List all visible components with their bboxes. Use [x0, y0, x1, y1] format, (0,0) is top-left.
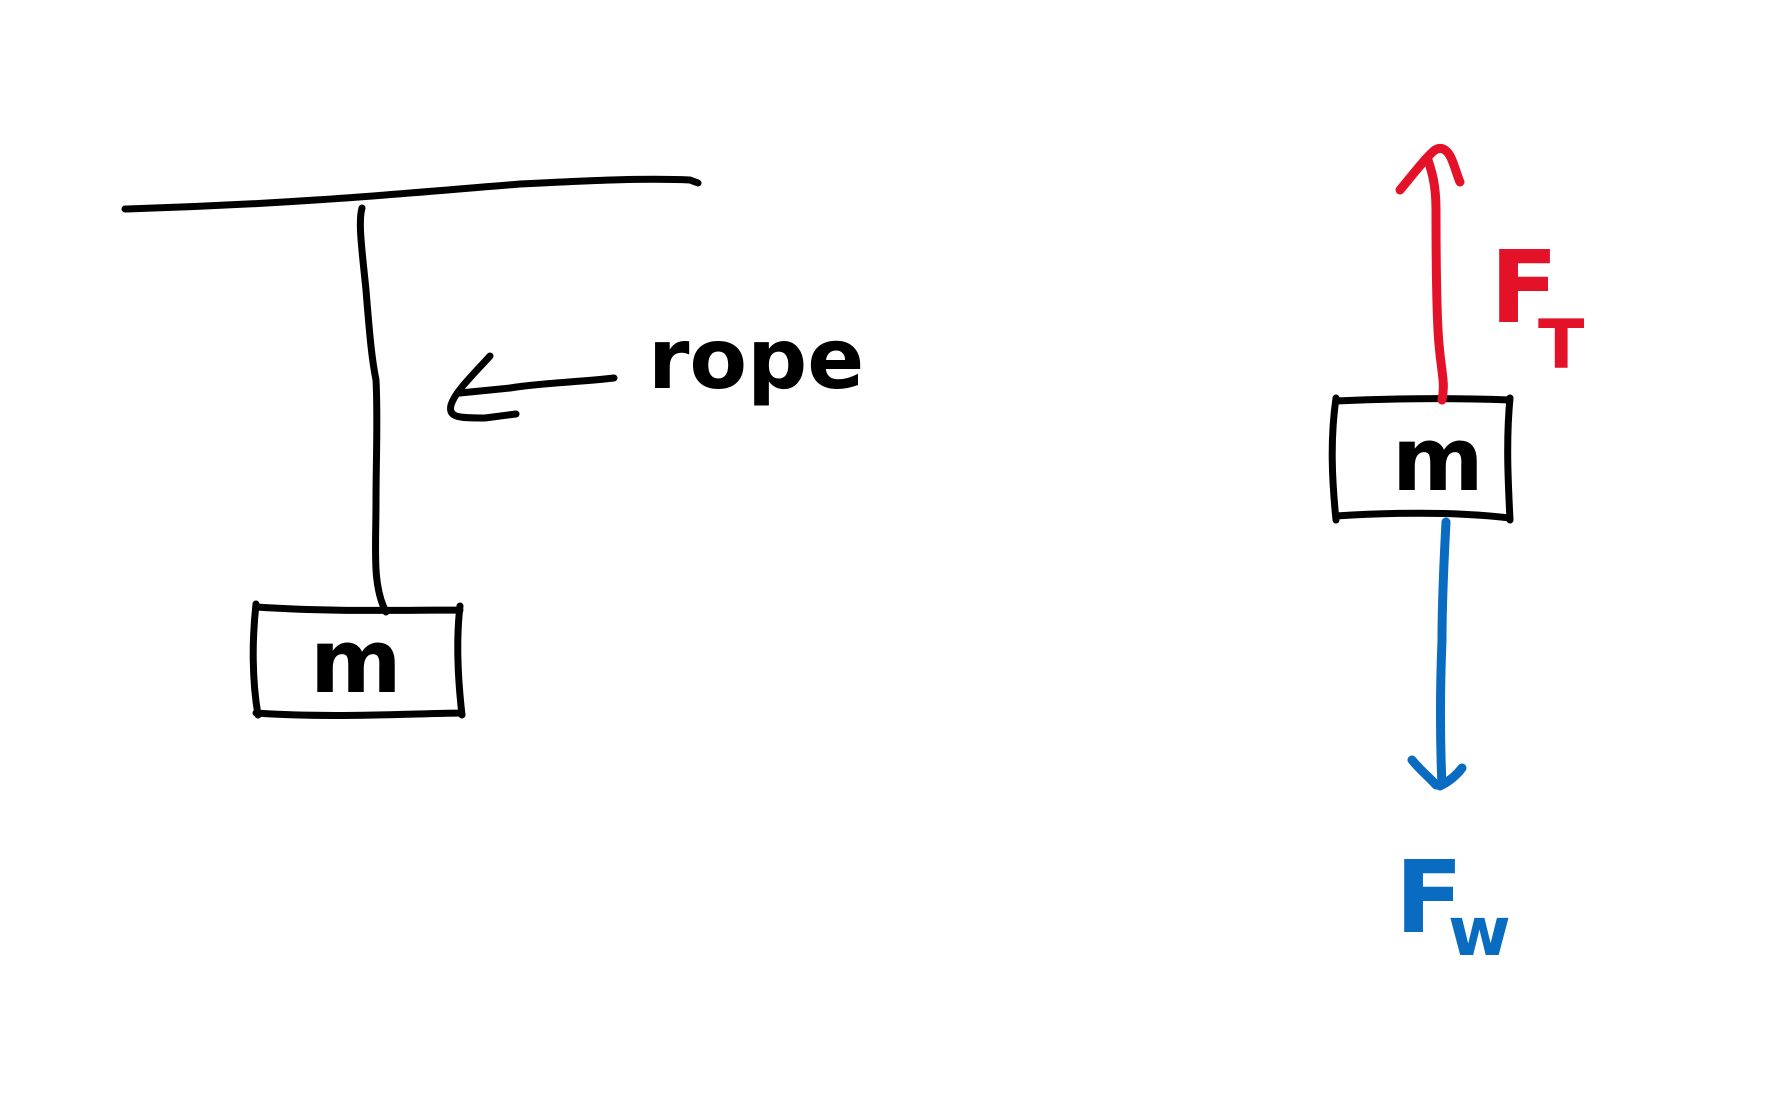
fbd-mass-box: [1328, 394, 1514, 524]
rope-line: [356, 204, 390, 616]
free-body-diagram: m F T F w: [1328, 144, 1585, 972]
hanging-mass-figure: rope m: [121, 175, 864, 719]
rope-label: rope: [648, 310, 864, 408]
ceiling-line: [121, 175, 702, 213]
mass-label-fbd: m: [1392, 408, 1484, 511]
weight-subscript: w: [1448, 893, 1511, 972]
tension-arrow: [1395, 144, 1465, 405]
tension-label: F: [1490, 229, 1558, 346]
weight-arrow: [1407, 517, 1467, 791]
mass-box: [249, 600, 466, 719]
weight-label: F: [1395, 839, 1463, 956]
rope-pointer-arrow: [447, 352, 618, 422]
mass-label-left: m: [310, 610, 402, 713]
tension-subscript: T: [1538, 306, 1585, 385]
